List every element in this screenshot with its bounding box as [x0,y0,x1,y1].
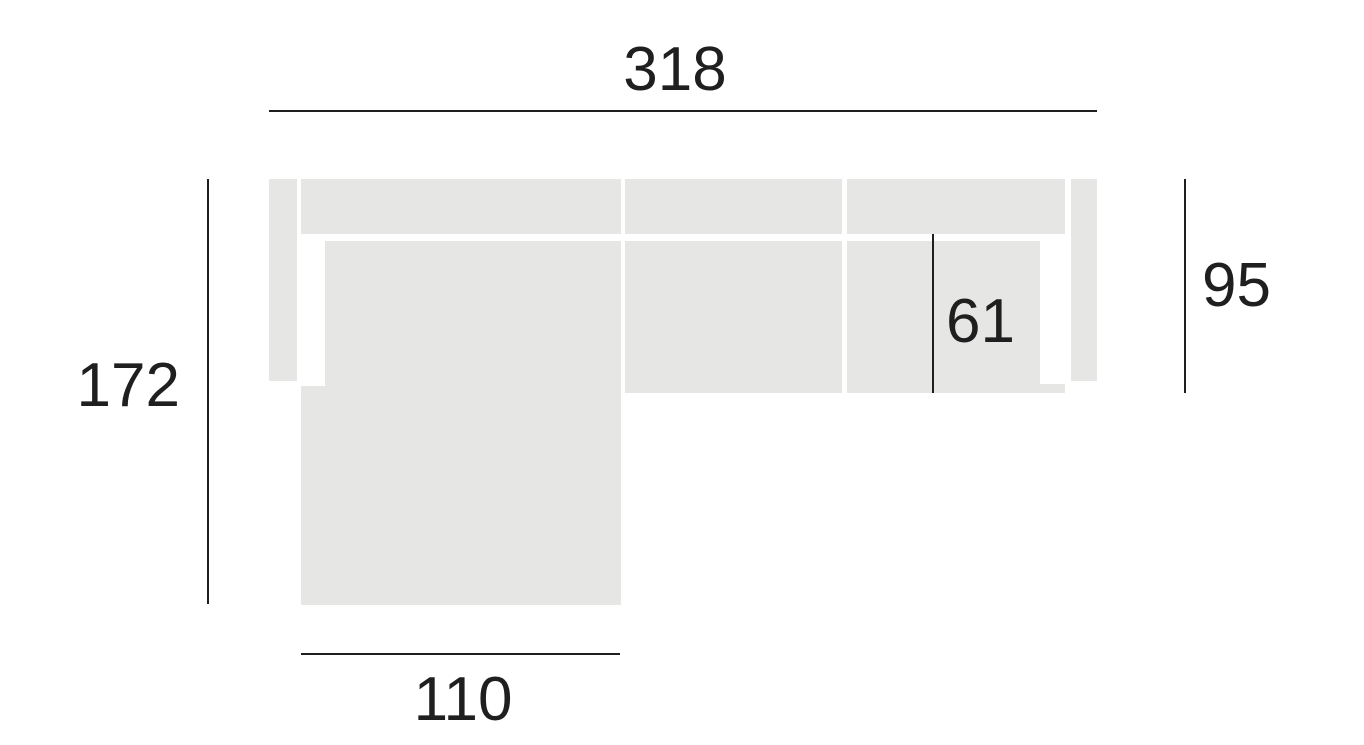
sofa-plan [269,179,1097,605]
overall-depth-label: 172 [77,351,180,420]
seat-cushion-right [847,241,1040,393]
seat-cushion-middle [625,241,842,393]
dimension-lines [207,110,1186,655]
back-cushion-right [847,179,1065,234]
back-cushion-left [301,179,621,234]
overall-width-label: 318 [623,35,726,104]
back-height-label: 95 [1202,251,1271,320]
chaise-width-label: 110 [414,665,513,734]
left-armrest [269,179,297,381]
right-armrest [1071,179,1097,381]
back-cushion-middle [625,179,842,234]
seat-depth-label: 61 [946,287,1015,356]
chaise-seat [325,241,621,386]
seat-cushion-right-front [847,384,1065,393]
dimension-labels: 318 172 95 61 110 [77,35,1271,734]
chaise-extension [301,386,621,605]
